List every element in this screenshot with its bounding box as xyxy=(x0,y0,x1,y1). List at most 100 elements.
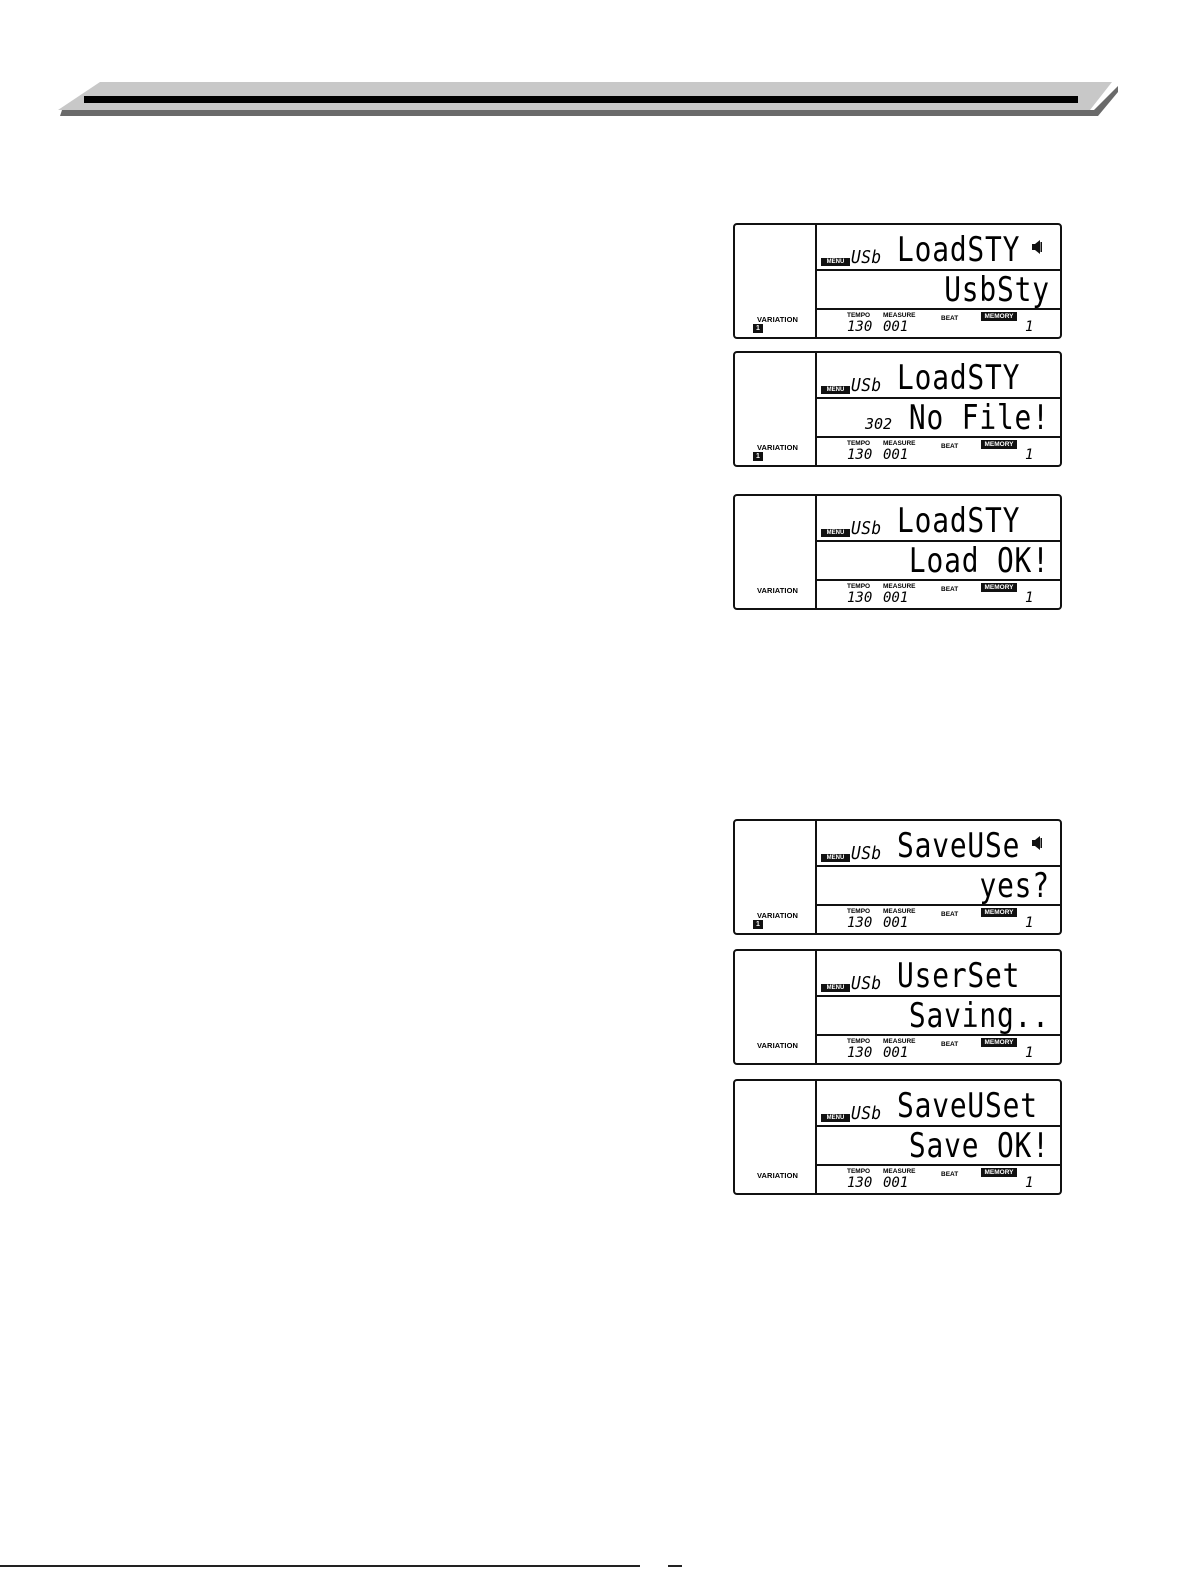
lcd-main-text-1: LoadSTY xyxy=(897,358,1021,398)
lcd-line-1: MENU USb LoadSTY xyxy=(817,496,1060,542)
footer-mark xyxy=(668,1565,682,1567)
memory-value: 1 xyxy=(1025,1175,1034,1191)
memory-indicator: MEMORY xyxy=(981,440,1017,449)
variation-label: VARIATION xyxy=(757,315,799,324)
tempo-value: 130 xyxy=(847,915,873,931)
lcd-right-panel: MENU USb SaveUSet Save OK! TEMPO MEASURE… xyxy=(817,1081,1060,1193)
lcd-display: VARIATION 1 MENU USb SaveUSe yes? TEMPO … xyxy=(733,819,1062,935)
memory-indicator: MEMORY xyxy=(981,583,1017,592)
lcd-line-2 xyxy=(817,399,1060,438)
tempo-label: TEMPO xyxy=(847,1038,871,1045)
tempo-label: TEMPO xyxy=(847,1168,871,1175)
lcd-main-text-1: LoadSTY xyxy=(897,230,1021,270)
beat-label: BEAT xyxy=(941,911,959,918)
memory-indicator: MEMORY xyxy=(981,1168,1017,1177)
measure-label: MEASURE xyxy=(883,1168,916,1175)
measure-value: 001 xyxy=(883,319,909,335)
lcd-line-1: MENU USb LoadSTY xyxy=(817,225,1060,271)
variation-label: VARIATION xyxy=(757,1171,799,1180)
usb-indicator: USb xyxy=(851,843,882,864)
tempo-value: 130 xyxy=(847,1175,873,1191)
menu-indicator: MENU xyxy=(821,529,850,537)
lcd-right-panel: MENU USb LoadSTY UsbSty TEMPO MEASURE BE… xyxy=(817,225,1060,337)
lcd-main-text-2: UsbSty xyxy=(944,270,1050,310)
lcd-display: VARIATION MENU USb LoadSTY Load OK! TEMP… xyxy=(733,494,1062,610)
lcd-right-panel: MENU USb UserSet Saving.. TEMPO MEASURE … xyxy=(817,951,1060,1063)
lcd-display: VARIATION MENU USb UserSet Saving.. TEMP… xyxy=(733,949,1062,1065)
memory-indicator: MEMORY xyxy=(981,908,1017,917)
tempo-label: TEMPO xyxy=(847,440,871,447)
memory-value: 1 xyxy=(1025,319,1034,335)
lcd-line-1: MENU USb LoadSTY xyxy=(817,353,1060,399)
menu-indicator: MENU xyxy=(821,854,850,862)
variation-label: VARIATION xyxy=(757,911,799,920)
memory-indicator: MEMORY xyxy=(981,312,1017,321)
lcd-left-panel: VARIATION xyxy=(735,496,817,608)
lcd-display: VARIATION 1 MENU USb LoadSTY 302 No File… xyxy=(733,351,1062,467)
menu-indicator: MENU xyxy=(821,386,850,394)
lcd-main-text-1: SaveUSe xyxy=(897,826,1021,866)
lcd-left-panel: VARIATION xyxy=(735,951,817,1063)
lcd-display: VARIATION MENU USb SaveUSet Save OK! TEM… xyxy=(733,1079,1062,1195)
beat-label: BEAT xyxy=(941,1171,959,1178)
beat-label: BEAT xyxy=(941,443,959,450)
usb-indicator: USb xyxy=(851,247,882,268)
measure-label: MEASURE xyxy=(883,440,916,447)
footer-rule xyxy=(0,1565,640,1567)
variation-indicator: 1 xyxy=(753,452,763,461)
usb-indicator: USb xyxy=(851,973,882,994)
variation-label: VARIATION xyxy=(757,1041,799,1050)
usb-indicator: USb xyxy=(851,375,882,396)
tempo-label: TEMPO xyxy=(847,312,871,319)
beat-label: BEAT xyxy=(941,315,959,322)
lcd-right-panel: MENU USb LoadSTY Load OK! TEMPO MEASURE … xyxy=(817,496,1060,608)
measure-value: 001 xyxy=(883,447,909,463)
measure-label: MEASURE xyxy=(883,583,916,590)
lcd-right-panel: MENU USb SaveUSe yes? TEMPO MEASURE BEAT… xyxy=(817,821,1060,933)
tempo-value: 130 xyxy=(847,590,873,606)
lcd-right-panel: MENU USb LoadSTY 302 No File! TEMPO MEAS… xyxy=(817,353,1060,465)
measure-value: 001 xyxy=(883,590,909,606)
lcd-line-1: MENU USb SaveUSet xyxy=(817,1081,1060,1127)
tempo-value: 130 xyxy=(847,1045,873,1061)
lcd-main-text-2: No File! xyxy=(909,398,1050,438)
tempo-value: 130 xyxy=(847,319,873,335)
lcd-line-2 xyxy=(817,997,1060,1036)
lcd-main-text-2: yes? xyxy=(979,866,1050,906)
menu-indicator: MENU xyxy=(821,984,850,992)
usb-indicator: USb xyxy=(851,518,882,539)
lcd-line-2 xyxy=(817,542,1060,581)
measure-value: 001 xyxy=(883,915,909,931)
variation-label: VARIATION xyxy=(757,443,799,452)
menu-indicator: MENU xyxy=(821,258,850,266)
variation-indicator: 1 xyxy=(753,324,763,333)
lcd-left-panel: VARIATION 1 xyxy=(735,353,817,465)
lcd-line-1: MENU USb UserSet xyxy=(817,951,1060,997)
lcd-main-text-1: SaveUSet xyxy=(897,1086,1038,1126)
lcd-left-panel: VARIATION 1 xyxy=(735,225,817,337)
memory-value: 1 xyxy=(1025,915,1034,931)
lcd-display: VARIATION 1 MENU USb LoadSTY UsbSty TEMP… xyxy=(733,223,1062,339)
beat-label: BEAT xyxy=(941,586,959,593)
speaker-icon xyxy=(1032,836,1042,850)
memory-value: 1 xyxy=(1025,590,1034,606)
lcd-line-2 xyxy=(817,867,1060,906)
measure-value: 001 xyxy=(883,1045,909,1061)
measure-value: 001 xyxy=(883,1175,909,1191)
tempo-label: TEMPO xyxy=(847,583,871,590)
lcd-main-text-2: Saving.. xyxy=(909,996,1050,1036)
lcd-line-2 xyxy=(817,271,1060,310)
lcd-left-panel: VARIATION xyxy=(735,1081,817,1193)
lcd-main-text-2: Load OK! xyxy=(909,541,1050,581)
lcd-main-text-1: UserSet xyxy=(897,956,1021,996)
measure-label: MEASURE xyxy=(883,312,916,319)
memory-value: 1 xyxy=(1025,447,1034,463)
usb-indicator: USb xyxy=(851,1103,882,1124)
lcd-line-2 xyxy=(817,1127,1060,1166)
lcd-left-panel: VARIATION 1 xyxy=(735,821,817,933)
tempo-label: TEMPO xyxy=(847,908,871,915)
lcd-main-text-1: LoadSTY xyxy=(897,501,1021,541)
beat-label: BEAT xyxy=(941,1041,959,1048)
tempo-value: 130 xyxy=(847,447,873,463)
measure-label: MEASURE xyxy=(883,908,916,915)
